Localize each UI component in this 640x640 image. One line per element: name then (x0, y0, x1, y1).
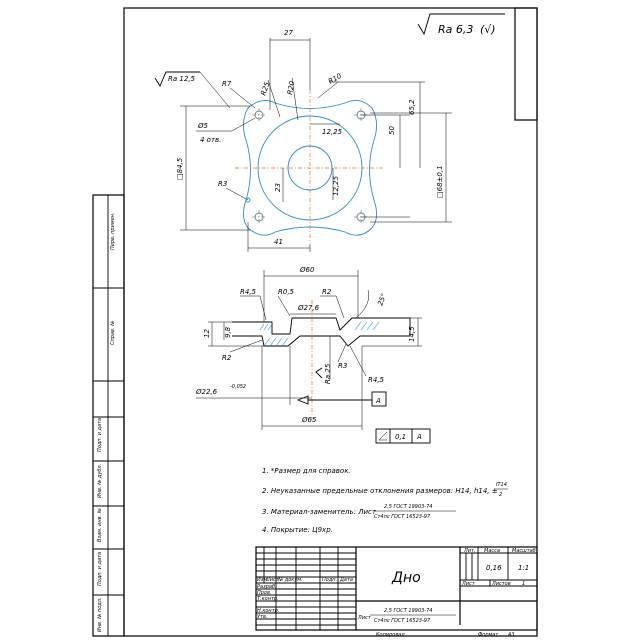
dim-side-right: □68±0,1 (436, 165, 444, 198)
tb-col-date: Дата (339, 577, 353, 583)
dim-h9-8: 9,8 (224, 326, 232, 338)
side-label-3: Подп. и дата (97, 418, 103, 452)
note-3-num: 2,5 ГОСТ 19903-74 (384, 504, 432, 510)
material-prefix: Лист (357, 615, 372, 621)
dim-r2-top: R2 (322, 288, 332, 296)
dim-r20: R20 (286, 80, 296, 95)
section-view: Ø60 R4,5 R0,5 R2 Ø27,6 25° 12 9,8 14,5 R… (195, 266, 431, 444)
local-roughness: Ra 12,5 (168, 75, 196, 83)
dim-41: 41 (274, 238, 283, 246)
tb-format-value: A3 (507, 632, 515, 638)
dim-hole-tol: -0,052 (230, 384, 246, 390)
dim-angle: 25° (376, 292, 388, 306)
note-2-den: 2 (499, 492, 502, 498)
dim-r4-5-bottom: R4,5 (368, 376, 385, 384)
dim-hole-dia: Ø5 (197, 122, 209, 130)
tb-sheets-label: Листов (491, 581, 511, 587)
note-4: 4. Покрытие: Ц9хр. (262, 526, 333, 534)
tb-col-list: Лист (265, 577, 280, 583)
general-roughness-value: Ra 6,3 (438, 23, 473, 36)
part-name: Дно (391, 570, 421, 586)
dim-r10: R10 (327, 72, 343, 86)
note-3: 3. Материал-заменитель: Лист (262, 508, 377, 516)
note-2-num: IT14 (496, 482, 507, 488)
dim-h12: 12 (203, 329, 211, 338)
tb-sheets-value: 1 (522, 581, 525, 587)
general-roughness: Ra 6,3 (√) (417, 13, 505, 36)
tolerance-value: 0,1 (395, 433, 406, 441)
tb-mass: 0,16 (486, 564, 502, 572)
left-margin-strip: Перв. примен. Справ. № Подп. и дата Инв.… (92, 194, 125, 637)
sheet-frame (123, 7, 538, 637)
note-1: 1. *Размер для справок. (262, 467, 351, 475)
tb-row-prov: Пров. (257, 590, 272, 596)
side-label-1: Перв. примен. (110, 212, 116, 250)
dim-top-dia: Ø60 (299, 266, 315, 274)
dim-27: 27 (284, 29, 293, 37)
section-profile (232, 317, 411, 347)
tb-row-razrab: Разраб. (257, 584, 277, 590)
tb-col-izm: Изм. (257, 577, 269, 583)
dim-h14-5: 14,5 (408, 326, 416, 342)
dim-r7: R7 (222, 80, 232, 88)
note-3-den: Ст4пс ГОСТ 16523-97 (374, 514, 431, 520)
tb-col-sign: Подп. (322, 577, 337, 583)
dim-bottom-dia: Ø65 (301, 416, 317, 424)
tolerance-frame: 0,1 A (375, 428, 431, 444)
material-den: Ст4пс ГОСТ 16523-97 (374, 618, 431, 624)
dim-23: 23 (274, 183, 282, 192)
tb-header-mass: Масса (484, 548, 500, 554)
tb-sheet-label: Лист (461, 581, 476, 587)
side-label-7: Инв. № подл. (97, 598, 103, 633)
tb-row-nkontr: Н.контр. (257, 608, 279, 614)
dim-50: 50 (388, 126, 396, 135)
tb-header-lit: Лит. (463, 548, 476, 554)
dim-hole-count: 4 отв. (200, 136, 221, 144)
dim-inner-dia: Ø27,6 (297, 304, 320, 312)
plan-view: 27 R7 R25 R20 R10 Ra 12,5 65,2 50 12,25 … (154, 29, 452, 252)
general-roughness-suffix: (√) (480, 23, 496, 36)
material-num: 2,5 ГОСТ 19903-74 (384, 608, 432, 614)
dim-r4-5-top: R4,5 (240, 288, 257, 296)
tb-copied: Копировал (376, 632, 405, 638)
tb-scale: 1:1 (518, 564, 529, 572)
side-label-4: Инв. № дубл. (97, 464, 103, 498)
side-label-5: Взам. инв. № (97, 508, 103, 542)
dim-hole-dia-section: Ø22,6 (195, 388, 218, 396)
tolerance-datum: A (416, 433, 422, 441)
dim-12-25-a: 12,25 (322, 128, 343, 136)
title-block: Изм. Лист № докум. Подп. Дата Разраб. Пр… (255, 546, 538, 638)
side-label-6: Подп. и дата (97, 552, 103, 586)
section-hatching (259, 321, 380, 347)
side-label-2: Справ. № (110, 321, 116, 345)
dim-65-2: 65,2 (408, 99, 416, 115)
dim-side-left: □84,5 (176, 157, 184, 180)
tb-format: Формат (478, 632, 499, 638)
dim-r3: R3 (218, 180, 227, 188)
datum-label: A (375, 397, 381, 405)
technical-notes: 1. *Размер для справок. 2. Неуказанные п… (262, 467, 508, 534)
dim-r2-bottom: R2 (222, 354, 232, 362)
tb-row-utv: Утв. (257, 614, 268, 620)
note-2: 2. Неуказанные предельные отклонения раз… (262, 487, 498, 495)
tb-header-scale: Масштаб (512, 548, 536, 554)
dim-ra25: Ra 25 (324, 363, 332, 384)
tb-row-tkontr: Т.контр. (257, 596, 279, 602)
tb-col-doc: № докум. (277, 577, 303, 583)
top-right-box (514, 7, 538, 121)
dim-12-25-b: 12,25 (332, 175, 340, 196)
dim-r3-section: R3 (338, 362, 347, 370)
dim-r0-5: R0,5 (278, 288, 295, 296)
